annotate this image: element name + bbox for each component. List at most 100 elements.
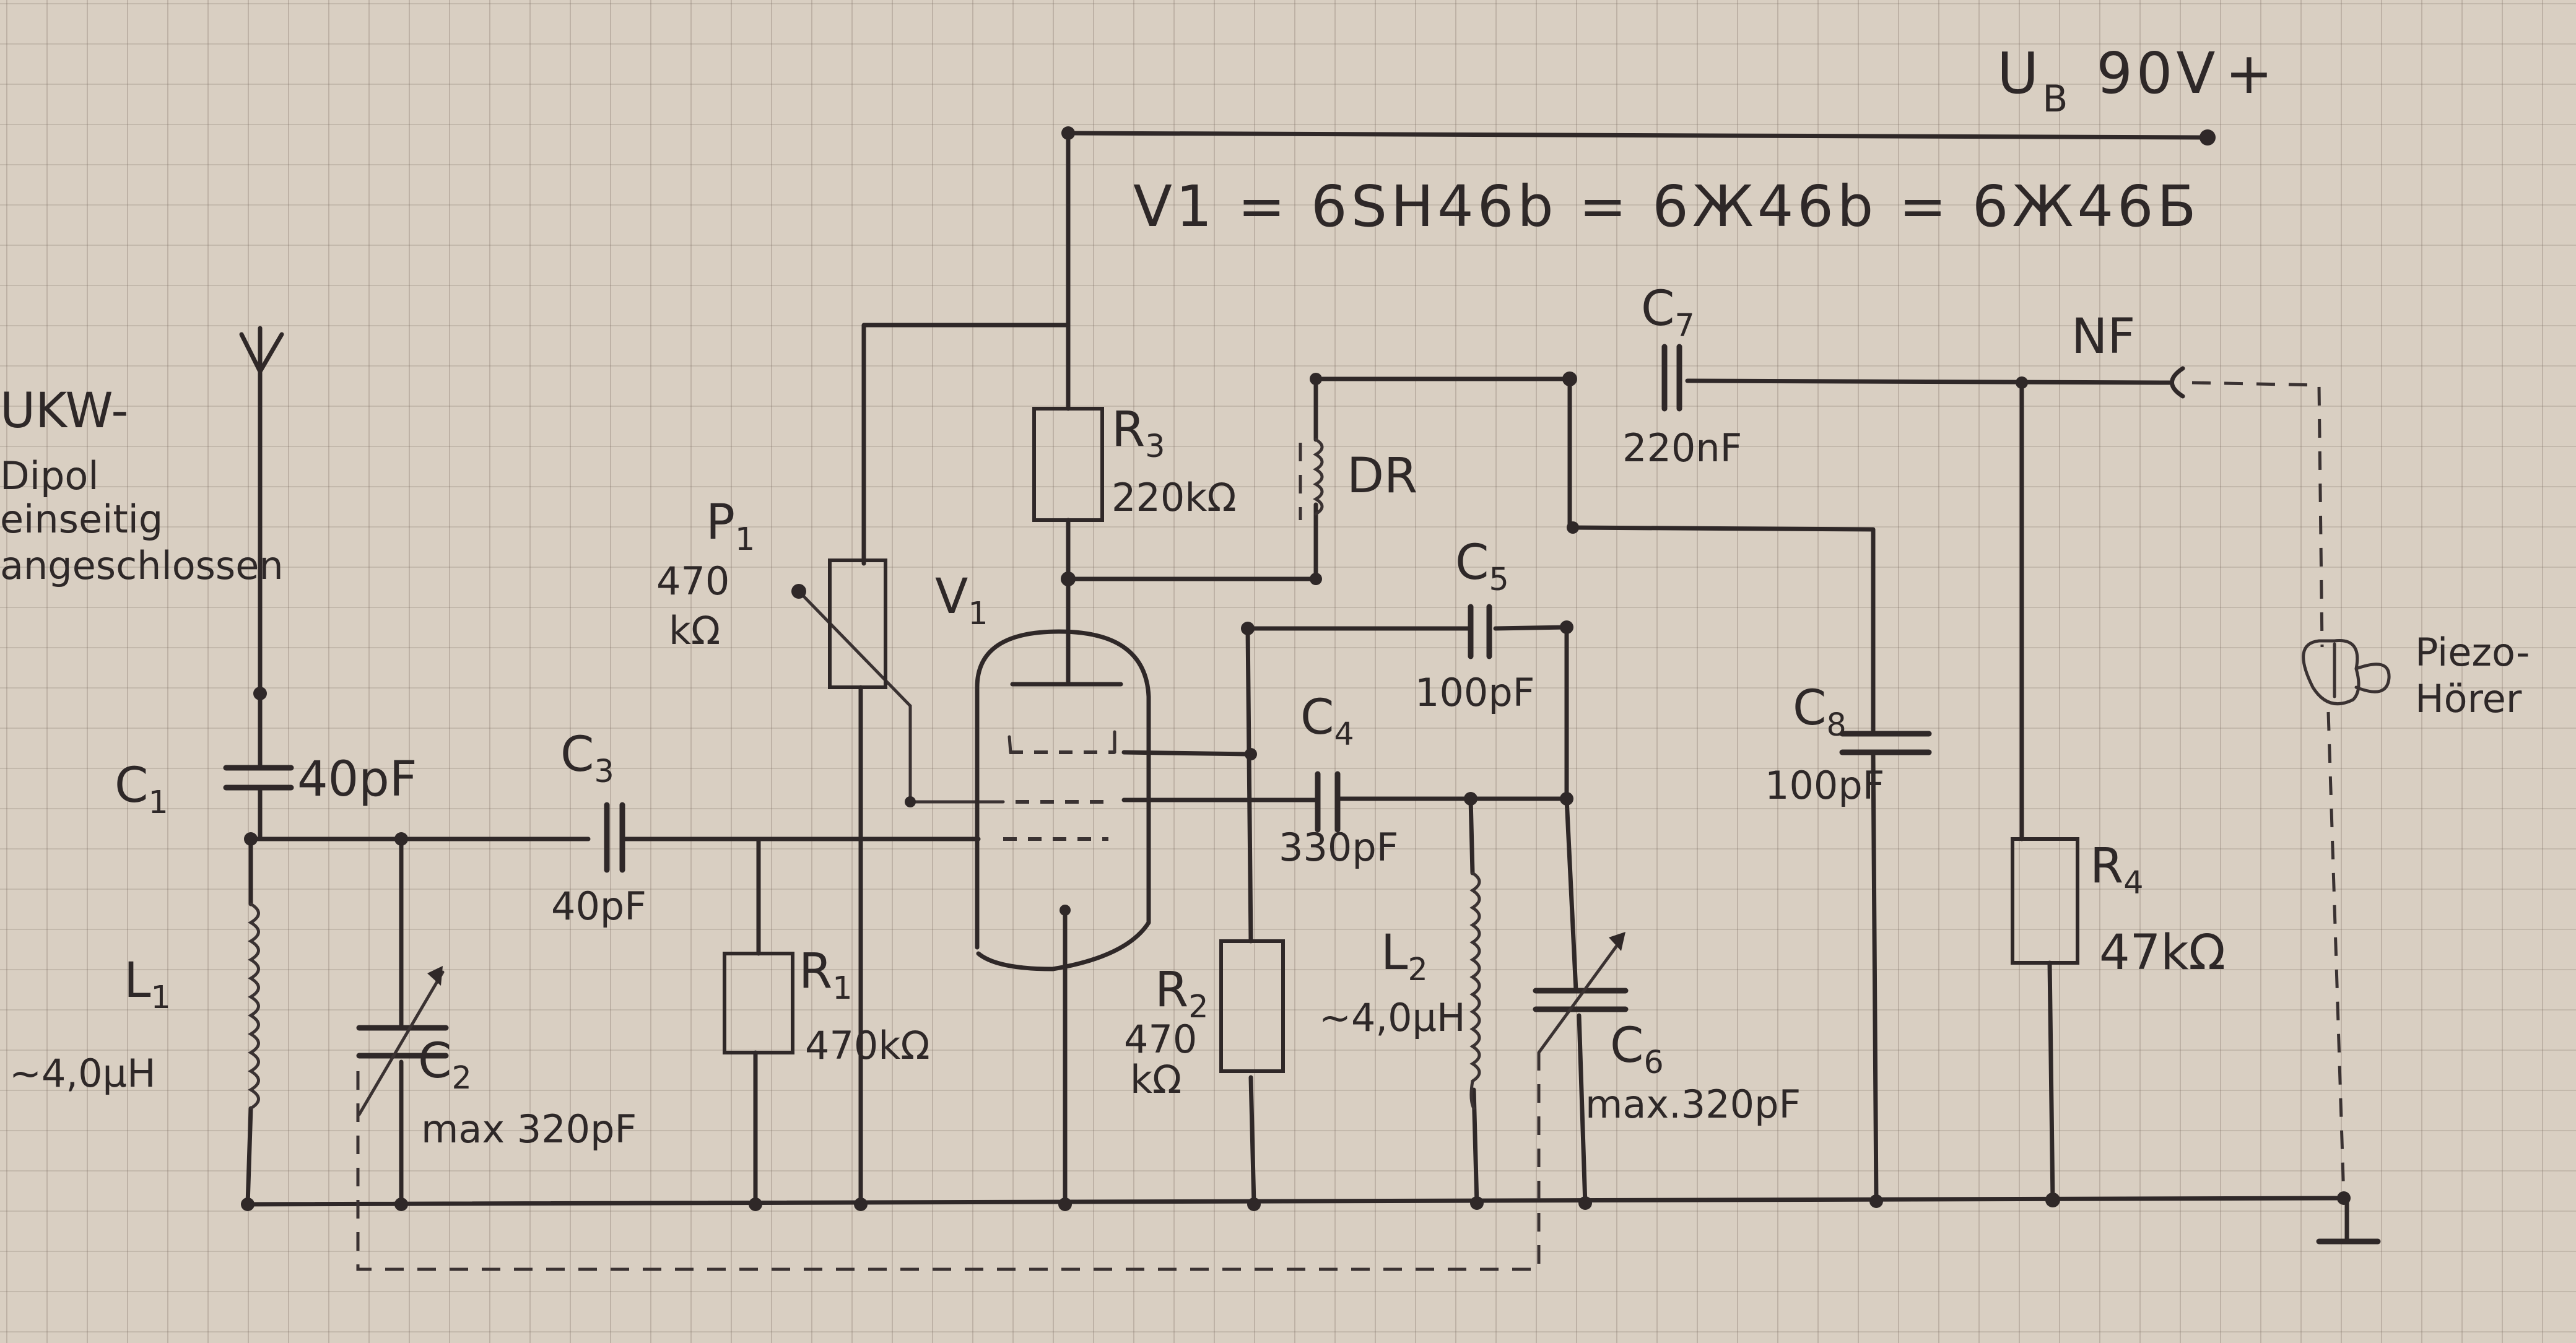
- c3-value: 40pF: [551, 884, 646, 929]
- ground-bus: [242, 1196, 2343, 1207]
- supply-terminal: [2200, 129, 2216, 146]
- wire-c7-to-output: [1685, 378, 2164, 385]
- junction-dot: [1562, 372, 1577, 386]
- wire-to-c8: [1567, 376, 1876, 736]
- junction-dot: [1061, 126, 1075, 140]
- earphone-lead-top: [2191, 381, 2324, 648]
- variable-capacitor-c6: [1533, 932, 1629, 1054]
- c1-label: C1: [115, 758, 168, 820]
- antenna-label-line2: Dipol: [0, 453, 98, 498]
- junction-dot: [394, 832, 408, 846]
- junction-dot: [1578, 1196, 1592, 1210]
- capacitor-c3: [604, 802, 625, 873]
- r2-label: R2: [1155, 962, 1208, 1025]
- junction-dot: [2045, 1193, 2060, 1207]
- r2-value-line1: 470: [1124, 1017, 1197, 1062]
- r4-value: 47kΩ: [2099, 925, 2226, 981]
- capacitor-c5: [1468, 604, 1492, 659]
- earphone-label-line1: Piezo-: [2415, 630, 2530, 675]
- wire-l1-to-ground: [245, 1106, 253, 1207]
- wire-dr-to-c7: [1313, 376, 1572, 442]
- antenna-label-line1: UKW-: [0, 383, 129, 439]
- wire-r2-to-ground: [1248, 1075, 1256, 1207]
- wire-c8-to-ground: [1871, 753, 1879, 1204]
- r3-label: R3: [1112, 402, 1165, 464]
- c7-label: C7: [1641, 281, 1695, 344]
- junction-dot: [1567, 521, 1579, 534]
- antenna-label-line4: angeschlossen: [0, 543, 284, 588]
- choke-dr-icon: [1299, 438, 1324, 520]
- capacitor-c8: [1839, 731, 1932, 755]
- junction-dot: [1464, 792, 1477, 806]
- c5-value: 100pF: [1415, 670, 1534, 715]
- variable-capacitor-c2: [356, 966, 449, 1116]
- c2-value: max 320pF: [421, 1106, 637, 1152]
- inductor-l1-icon: [248, 902, 260, 1110]
- c4-label: C4: [1300, 690, 1354, 752]
- wire-to-l2-top: [1468, 796, 1475, 876]
- junction-dot: [1247, 1197, 1261, 1211]
- capacitor-c7: [1661, 344, 1682, 412]
- c8-label: C8: [1793, 680, 1847, 743]
- vacuum-tube-v1: [975, 629, 1151, 971]
- wire-rail-to-p1: [861, 323, 1071, 566]
- l2-value: ~4,0µH: [1319, 995, 1466, 1040]
- piezo-earphone-icon: [2302, 639, 2391, 706]
- r1-label: R1: [799, 944, 852, 1006]
- c6-label: C6: [1610, 1018, 1664, 1080]
- junction-dot: [749, 1197, 762, 1211]
- junction-dot: [1310, 373, 1322, 385]
- inductor-l2-icon: [1469, 871, 1481, 1110]
- supply-rail: [1066, 131, 2210, 140]
- r3-value: 220kΩ: [1112, 475, 1237, 520]
- resistor-r4: [2011, 837, 2079, 965]
- tube-designator-label: V1: [935, 569, 988, 632]
- junction-dot: [1560, 620, 1573, 634]
- earphone-lead-bottom: [2326, 711, 2346, 1199]
- wire-r4-to-ground: [2047, 960, 2055, 1204]
- c2-label: C2: [418, 1033, 472, 1096]
- junction-dot: [394, 1197, 408, 1211]
- junction-dot: [1869, 1194, 1883, 1208]
- junction-dot: [1245, 748, 1257, 760]
- r2-value-line2: kΩ: [1130, 1057, 1181, 1102]
- p1-value-line1: 470: [656, 558, 729, 604]
- r4-label: R4: [2090, 838, 2143, 901]
- c8-value: 100pF: [1765, 763, 1884, 808]
- dr-label: DR: [1347, 448, 1417, 504]
- junction-dot: [854, 1197, 868, 1211]
- junction-dot: [2337, 1191, 2351, 1205]
- l1-value: ~4,0µH: [9, 1051, 156, 1096]
- c6-value: max.320pF: [1585, 1082, 1801, 1127]
- junction-dot: [1470, 1196, 1484, 1210]
- tube-type-label: V1 = 6SH46b = 6Ж46b = 6Ж46Б: [1133, 173, 2200, 240]
- junction-dot: [1310, 573, 1322, 585]
- wire-c6-to-ground: [1577, 1013, 1588, 1207]
- potentiometer-p1: [791, 558, 887, 689]
- resistor-r1: [723, 952, 794, 1054]
- output-label: NF: [2071, 309, 2135, 365]
- junction-dot: [905, 796, 916, 807]
- resistor-r2: [1219, 939, 1285, 1073]
- c3-label: C3: [560, 727, 614, 789]
- capacitor-c1: [223, 765, 294, 791]
- c7-value: 220nF: [1622, 425, 1742, 471]
- wire-p1-wiper-to-g2: [797, 589, 1005, 804]
- capacitor-c4: [1315, 771, 1341, 833]
- junction-dot: [244, 832, 258, 846]
- junction-dot: [1061, 572, 1076, 586]
- junction-dot: [2016, 376, 2028, 389]
- earphone-label-line2: Hörer: [2415, 676, 2522, 721]
- junction-dot: [241, 1197, 255, 1211]
- c1-value: 40pF: [297, 752, 417, 807]
- c5-label: C5: [1455, 535, 1509, 598]
- wires: [242, 131, 2381, 1271]
- junction-dot: [253, 687, 267, 700]
- junctions: [241, 126, 2351, 1211]
- wire-to-c6-top: [1564, 796, 1578, 993]
- output-jack-icon: [2170, 366, 2185, 399]
- junction-dot: [1058, 1197, 1072, 1211]
